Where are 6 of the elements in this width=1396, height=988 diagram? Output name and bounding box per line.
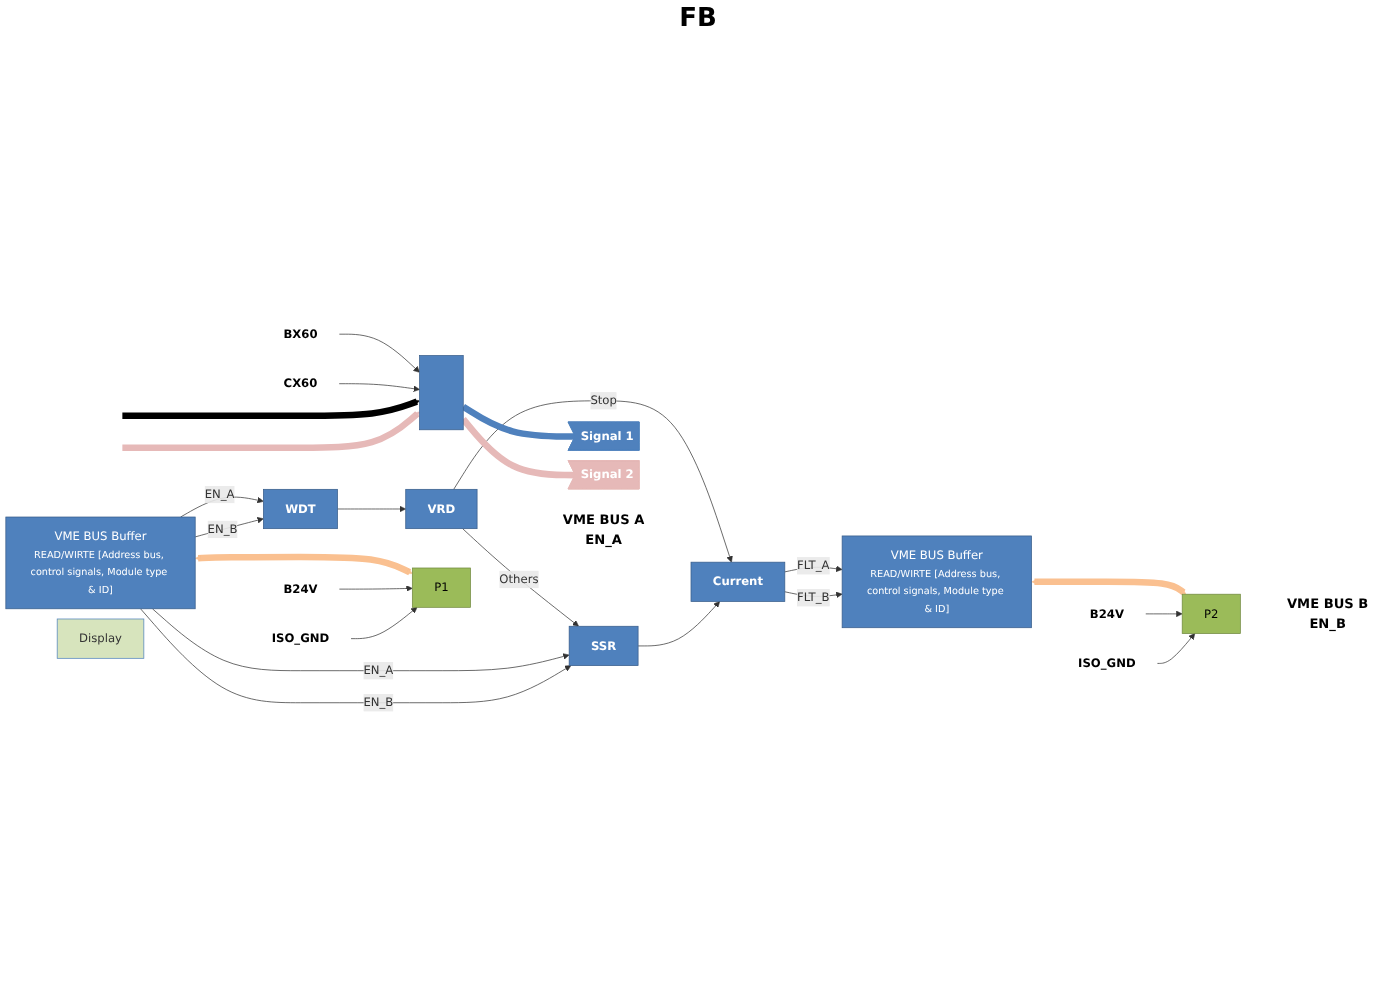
arrow [122, 398, 420, 420]
arrow [1031, 578, 1187, 596]
node-bar [419, 355, 464, 431]
arrow [122, 411, 420, 452]
arrow [195, 553, 413, 576]
bus-label: FB [679, 4, 717, 34]
